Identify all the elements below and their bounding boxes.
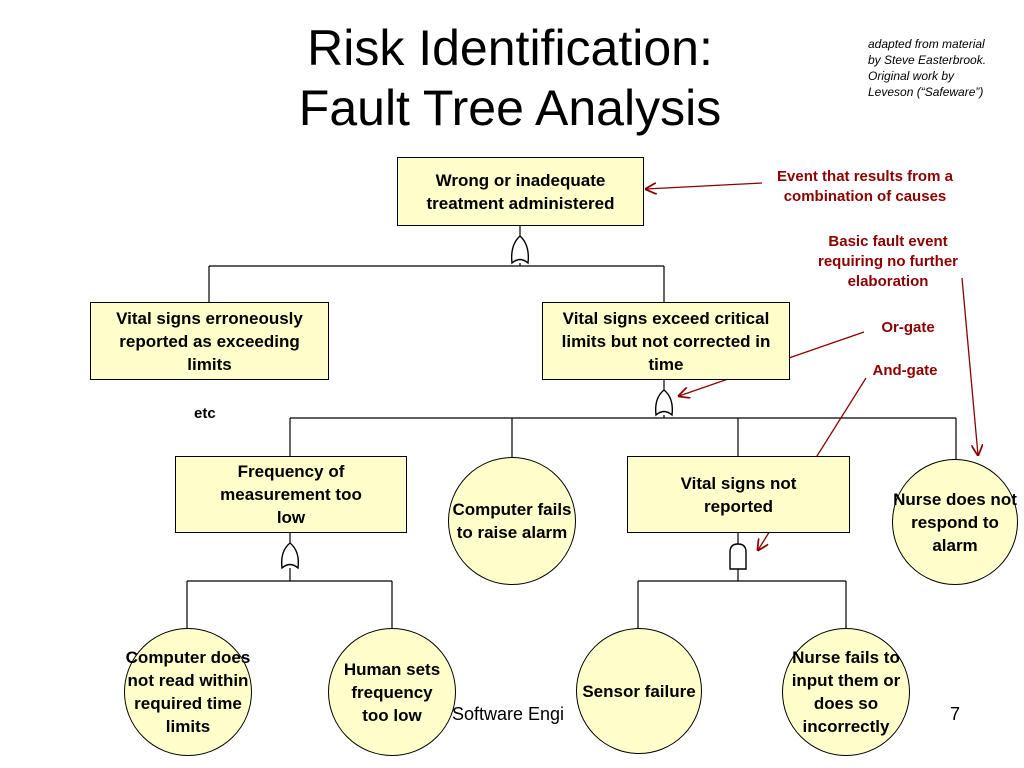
credit-note: adapted from material by Steve Easterbro… [868, 36, 986, 100]
or-gate-icon [510, 235, 530, 265]
etc-label: etc [194, 405, 216, 422]
basic-event-nurse-input: Nurse fails to input them or does so inc… [782, 628, 910, 756]
basic-event-computer-alarm: Computer fails to raise alarm [448, 457, 576, 585]
basic-event-computer-read: Computer does not read within required t… [124, 628, 252, 756]
footer-text: Software Engi [452, 704, 565, 724]
basic-event-sensor: Sensor failure [576, 628, 702, 754]
event-box-erroneous-report: Vital signs erroneously reported as exce… [90, 302, 329, 380]
basic-event-human-sets: Human sets frequency too low [328, 628, 456, 756]
event-box-not-reported: Vital signs not reported [627, 456, 850, 533]
annotation-event: Event that results from a combination of… [777, 168, 953, 205]
credit-line-3: Original work by [868, 69, 955, 83]
event-box-frequency: Frequency of measurement too low [175, 456, 407, 533]
or-gate-icon [280, 542, 300, 570]
basic-event-nurse-respond: Nurse does not respond to alarm [892, 459, 1018, 585]
credit-line-1: adapted from material [868, 37, 985, 51]
annotation-or-gate: Or-gate [881, 319, 935, 336]
annotation-basic-event: Basic fault event requiring no further e… [818, 233, 958, 290]
or-gate-icon [654, 389, 674, 417]
credit-line-4: Leveson (“Safeware”) [868, 85, 984, 99]
title-line-2: Fault Tree Analysis [298, 80, 722, 136]
annotation-and-gate: And-gate [872, 362, 938, 379]
event-box-not-corrected: Vital signs exceed critical limits but n… [542, 302, 790, 380]
credit-line-2: by Steve Easterbrook. [868, 53, 987, 67]
annotation-arrow [646, 182, 763, 189]
and-gate-icon [729, 543, 747, 570]
page-number: 7 [950, 704, 961, 724]
page-title: Risk Identification: Fault Tree Analysis [190, 18, 830, 138]
annotation-arrow [961, 277, 978, 455]
title-line-1: Risk Identification: [307, 20, 713, 76]
top-event-box: Wrong or inadequate treatment administer… [397, 157, 644, 226]
